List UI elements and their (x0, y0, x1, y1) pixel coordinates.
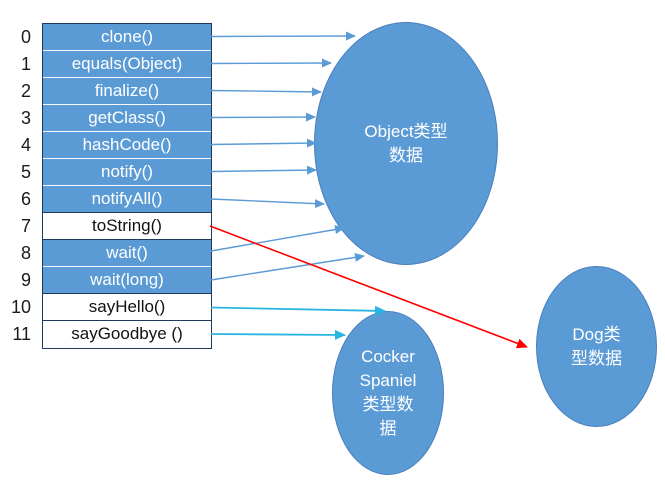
vtable-row-sayHello: sayHello() (43, 294, 211, 321)
dog-type-label: Dog类 型数据 (571, 324, 622, 368)
arrow-equals-to-object (210, 58, 332, 68)
vtable-row-notifyAll: notifyAll() (43, 186, 211, 213)
vtable-row-notify: notify() (43, 159, 211, 186)
row-index-8: 8 (20, 243, 31, 263)
row-index-5: 5 (20, 162, 31, 182)
vtable-row-getClass: getClass() (43, 105, 211, 132)
arrow-finalize-to-object (210, 87, 322, 97)
cocker-spaniel-type-label: Cocker Spaniel 类型数 据 (359, 347, 417, 438)
row-index-0: 0 (20, 27, 31, 47)
arrow-sayHello-to-cocker (210, 305, 386, 316)
vtable-row-finalize: finalize() (43, 78, 211, 105)
method-table: clone() equals(Object) finalize() getCla… (42, 23, 212, 349)
row-index-4: 4 (20, 135, 31, 155)
vtable-row-sayGoodbye: sayGoodbye () (43, 321, 211, 348)
row-index-11: 11 (12, 324, 31, 344)
row-index-10: 10 (10, 297, 31, 317)
arrow-wait-to-object (210, 225, 345, 252)
row-index-1: 1 (20, 54, 31, 74)
row-index-3: 3 (20, 108, 31, 128)
cocker-spaniel-type-ellipse: Cocker Spaniel 类型数 据 (332, 311, 444, 475)
row-index-7: 7 (20, 216, 31, 236)
index-column: 0 1 2 3 4 5 6 7 8 9 10 11 (0, 24, 34, 348)
vtable-row-clone: clone() (43, 24, 211, 51)
vtable-row-wait: wait() (43, 240, 211, 267)
vtable-row-wait-long: wait(long) (43, 267, 211, 294)
arrow-getClass-to-object (210, 112, 316, 122)
vtable-row-equals: equals(Object) (43, 51, 211, 78)
arrow-hashCode-to-object (210, 138, 317, 148)
arrow-clone-to-object (210, 31, 356, 41)
vtable-row-hashCode: hashCode() (43, 132, 211, 159)
object-type-ellipse: Object类型 数据 (314, 22, 498, 265)
row-index-6: 6 (20, 189, 31, 209)
arrow-wait-long-to-object (210, 252, 365, 281)
object-type-label: Object类型 数据 (364, 121, 448, 165)
vtable-row-toString: toString() (43, 213, 211, 240)
row-index-9: 9 (20, 270, 31, 290)
arrow-sayGoodbye-to-cocker (210, 329, 346, 340)
dog-type-ellipse: Dog类 型数据 (536, 266, 657, 427)
arrow-notifyAll-to-object (210, 198, 325, 209)
arrow-notify-to-object (210, 165, 317, 175)
row-index-2: 2 (20, 81, 31, 101)
